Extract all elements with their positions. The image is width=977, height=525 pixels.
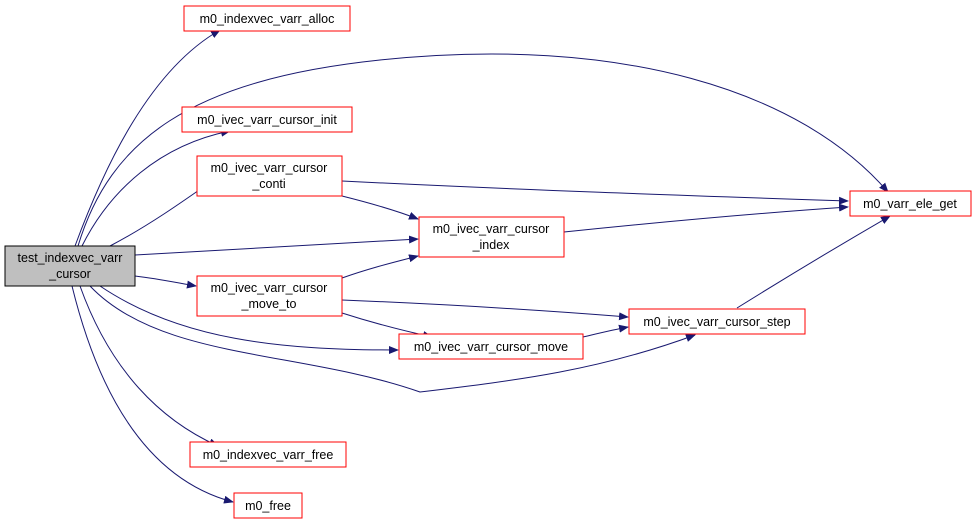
edge-root-to-step bbox=[89, 285, 696, 393]
edge-root-to-index bbox=[134, 235, 419, 256]
node-ivec-varr-cursor-move[interactable]: m0_ivec_varr_cursor_move bbox=[398, 333, 584, 360]
edge-root-to-free bbox=[71, 285, 234, 504]
node-indexvec-varr-alloc-label: m0_indexvec_varr_alloc bbox=[200, 12, 335, 26]
node-varr-ele-get-label: m0_varr_ele_get bbox=[863, 197, 957, 211]
root-node-label-line2: _cursor bbox=[48, 267, 91, 281]
edge-move-to-move bbox=[341, 312, 433, 339]
edge-root-to-ele-get bbox=[77, 53, 889, 247]
edge-move-to-step bbox=[341, 299, 629, 321]
edge-root-to-alloc bbox=[74, 29, 221, 247]
node-ivec-varr-cursor-move-to[interactable]: m0_ivec_varr_cursor _move_to bbox=[196, 275, 343, 317]
root-node-label-line1: test_indexvec_varr bbox=[18, 251, 123, 265]
node-ivec-varr-cursor-init[interactable]: m0_ivec_varr_cursor_init bbox=[181, 106, 353, 133]
edge-root-to-varr-free bbox=[79, 285, 219, 447]
node-ivec-varr-cursor-step[interactable]: m0_ivec_varr_cursor_step bbox=[628, 308, 806, 335]
edge-move-to-index bbox=[341, 254, 419, 279]
edge-root-to-cursor-init bbox=[81, 128, 231, 247]
edge-index-to-ele-get bbox=[563, 203, 849, 233]
edge-root-to-move-to bbox=[134, 275, 197, 289]
node-ivec-varr-cursor-index-label-line2: _index bbox=[472, 238, 511, 252]
node-indexvec-varr-alloc[interactable]: m0_indexvec_varr_alloc bbox=[183, 5, 351, 32]
node-ivec-varr-cursor-index-label-line1: m0_ivec_varr_cursor bbox=[433, 222, 550, 236]
node-indexvec-varr-free-label: m0_indexvec_varr_free bbox=[203, 448, 334, 462]
node-ivec-varr-cursor-index[interactable]: m0_ivec_varr_cursor _index bbox=[418, 216, 565, 258]
node-ivec-varr-cursor-conti-label-line2: _conti bbox=[251, 177, 285, 191]
node-ivec-varr-cursor-move-label: m0_ivec_varr_cursor_move bbox=[414, 340, 568, 354]
node-ivec-varr-cursor-step-label: m0_ivec_varr_cursor_step bbox=[643, 315, 790, 329]
edge-root-to-move bbox=[99, 285, 399, 354]
node-ivec-varr-cursor-move-to-label-line2: _move_to bbox=[241, 297, 297, 311]
node-ivec-varr-cursor-init-label: m0_ivec_varr_cursor_init bbox=[197, 113, 337, 127]
node-indexvec-varr-free[interactable]: m0_indexvec_varr_free bbox=[189, 441, 347, 468]
node-ivec-varr-cursor-conti-label-line1: m0_ivec_varr_cursor bbox=[211, 161, 328, 175]
edge-move-to-step-via-move bbox=[582, 324, 629, 338]
node-free-label: m0_free bbox=[245, 499, 291, 513]
edges bbox=[71, 29, 891, 504]
edge-step-to-ele-get bbox=[736, 215, 891, 309]
node-free[interactable]: m0_free bbox=[233, 492, 303, 519]
node-varr-ele-get[interactable]: m0_varr_ele_get bbox=[849, 190, 972, 217]
edge-conti-to-ele-get bbox=[341, 180, 849, 205]
edge-conti-to-index bbox=[341, 195, 419, 220]
node-ivec-varr-cursor-move-to-label-line1: m0_ivec_varr_cursor bbox=[211, 281, 328, 295]
node-ivec-varr-cursor-conti[interactable]: m0_ivec_varr_cursor _conti bbox=[196, 155, 343, 197]
root-node[interactable]: test_indexvec_varr _cursor bbox=[4, 245, 136, 287]
